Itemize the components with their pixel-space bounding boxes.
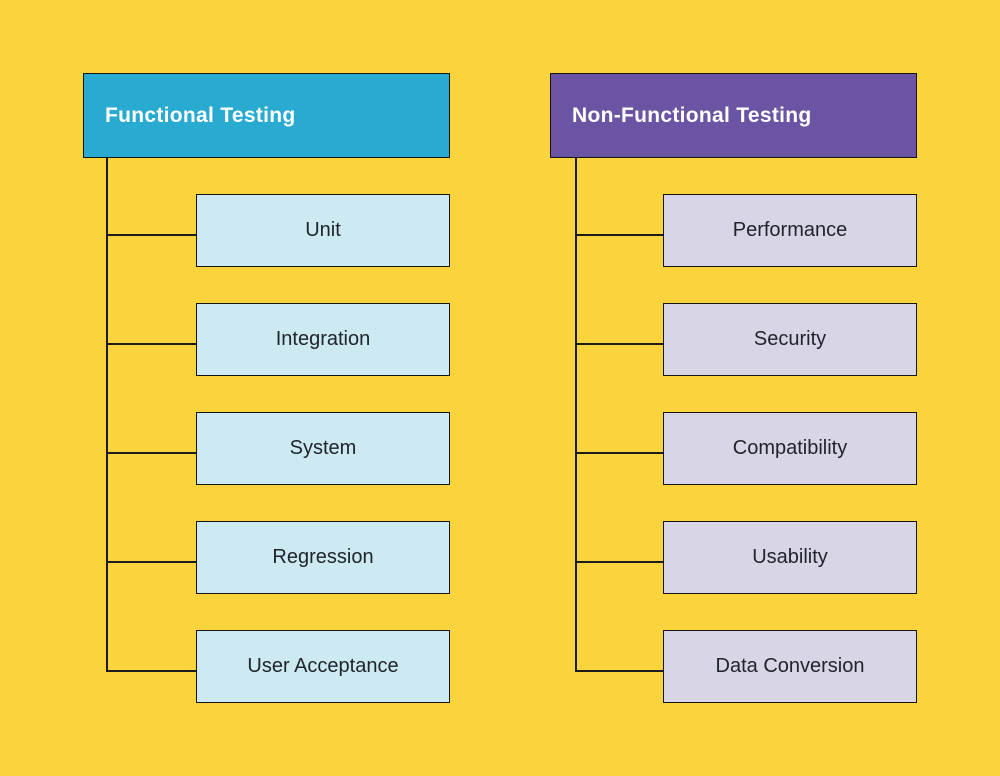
node-security-label: Security xyxy=(753,328,827,350)
functional-connector-branch-system xyxy=(106,452,196,454)
functional-testing-title: Functional Testing xyxy=(105,103,296,127)
non-functional-connector-branch-security xyxy=(575,343,663,345)
functional-testing-header-node: Functional Testing xyxy=(83,73,450,158)
functional-connector-branch-user-acceptance xyxy=(106,670,196,672)
node-system: System xyxy=(196,412,450,485)
node-data-conversion: Data Conversion xyxy=(663,630,917,703)
node-compatibility-label: Compatibility xyxy=(732,437,848,459)
non-functional-testing-header-node: Non-Functional Testing xyxy=(550,73,917,158)
node-system-label: System xyxy=(289,437,357,459)
node-regression-label: Regression xyxy=(272,546,374,568)
node-unit-label: Unit xyxy=(305,219,341,241)
node-usability: Usability xyxy=(663,521,917,594)
non-functional-connector-branch-data-conversion xyxy=(575,670,663,672)
non-functional-testing-title: Non-Functional Testing xyxy=(572,103,812,127)
functional-connector-branch-regression xyxy=(106,561,196,563)
node-performance-label: Performance xyxy=(732,219,848,241)
functional-connector-branch-unit xyxy=(106,234,196,236)
node-regression: Regression xyxy=(196,521,450,594)
node-unit: Unit xyxy=(196,194,450,267)
node-data-conversion-label: Data Conversion xyxy=(715,655,865,677)
node-security: Security xyxy=(663,303,917,376)
non-functional-connector-trunk xyxy=(575,158,577,672)
node-performance: Performance xyxy=(663,194,917,267)
node-usability-label: Usability xyxy=(752,546,828,568)
node-user-acceptance-label: User Acceptance xyxy=(247,655,399,677)
functional-connector-branch-integration xyxy=(106,343,196,345)
node-integration: Integration xyxy=(196,303,450,376)
non-functional-connector-branch-compatibility xyxy=(575,452,663,454)
node-integration-label: Integration xyxy=(275,328,371,350)
non-functional-connector-branch-usability xyxy=(575,561,663,563)
non-functional-connector-branch-performance xyxy=(575,234,663,236)
node-compatibility: Compatibility xyxy=(663,412,917,485)
functional-connector-trunk xyxy=(106,158,108,672)
node-user-acceptance: User Acceptance xyxy=(196,630,450,703)
